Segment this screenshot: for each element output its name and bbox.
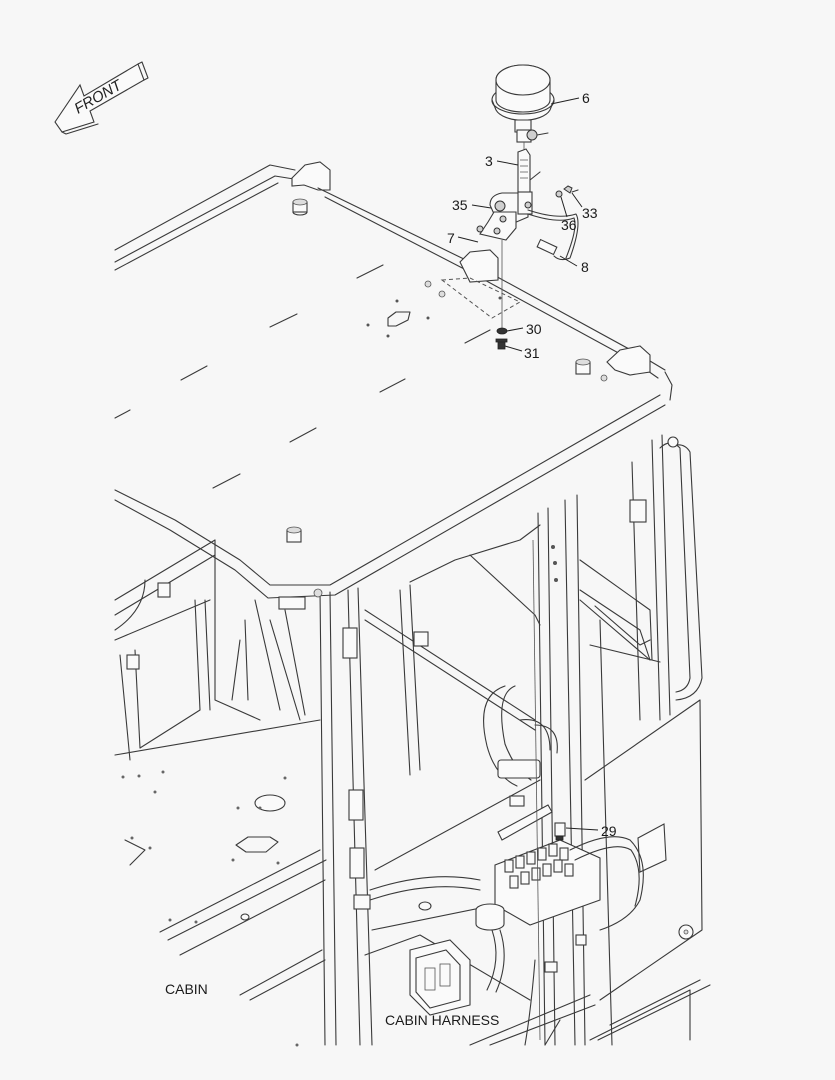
cabin-label: CABIN [165,981,208,997]
callout-31: 31 [524,345,540,361]
callout-35: 35 [452,197,468,213]
cabin-harness-label: CABIN HARNESS [385,1012,500,1028]
callout-29: 29 [601,823,617,839]
cabin-harness [353,539,644,1046]
harness-connector [409,939,471,1016]
roof-post [575,358,591,375]
floor-cutout [235,794,286,853]
callout-3: 3 [485,153,493,169]
cabin-frame [114,434,711,1047]
roof-post [286,526,302,543]
beacon-lamp-assembly [476,64,579,350]
callout-33: 33 [582,205,598,221]
cabin-roof [114,161,673,599]
callout-8: 8 [581,259,589,275]
callout-6: 6 [582,90,590,106]
roof-post [292,198,308,216]
relay-part-29 [554,822,566,841]
callout-36: 36 [561,217,577,233]
callout-leaders [457,97,599,831]
callout-7: 7 [447,230,455,246]
front-direction-arrow-icon: FRONT [54,61,149,135]
callout-30: 30 [526,321,542,337]
